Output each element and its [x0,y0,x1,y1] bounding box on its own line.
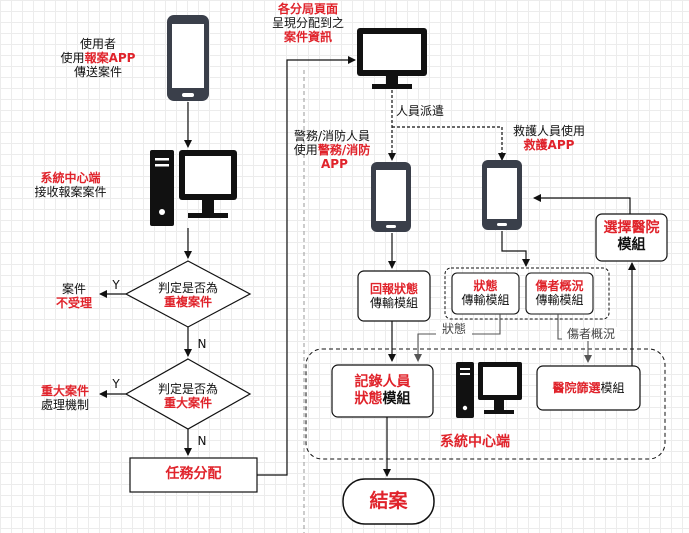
major-result-label: 重大案件 處理機制 [40,384,89,412]
hospital-filter-label: 醫院篩選模組 [552,381,625,395]
decision-major-label: 判定是否為 重大案件 [157,382,218,410]
decision2-no-label: N [197,434,207,448]
status-transfer-box [451,272,520,315]
duplicate-result-label: 案件 不受理 [55,282,92,310]
edge-status-label: 狀態 [436,322,472,336]
decision1-no-label: N [197,337,207,351]
return-status-label: 回報狀態 傳輸模組 [369,282,418,310]
edge-dispatch-to-branch [257,56,356,476]
police-fire-label: 警務/消防人員 使用警務/消防 APP [293,129,371,171]
rescue-label: 救護人員使用 救護APP [512,124,585,152]
dispatch-label: 任務分配 [165,466,222,482]
status-transfer-label: 狀態 傳輸模組 [461,279,510,307]
close-case-label: 結案 [369,490,408,512]
edge-dispatch-rescue [392,126,506,161]
monitor-icon-branch [357,28,427,89]
computer-icon-center [456,362,522,418]
phone-icon-user [167,15,209,101]
phone-icon-police [371,162,411,232]
branch-office-label: 各分局頁面 呈現分配到之 案件資訊 [271,2,344,44]
system-center-group [305,348,666,460]
edge-rescue-to-transfer [501,231,530,267]
dispatch-box [129,457,258,493]
hospital-select-label: 選擇醫院 模組 [603,220,660,253]
phone-icon-rescue [482,160,522,230]
decision1-yes-label: Y [112,278,120,292]
user-label: 使用者 使用報案APP 傳送案件 [60,37,136,79]
central-label: 系統中心端 接收報案案件 [34,171,107,199]
record-status-box [331,364,434,418]
hospital-select-box [595,213,668,262]
edge-hospital-to-rescue [533,194,631,214]
record-status-label: 記錄人員 狀態模組 [354,374,411,407]
return-status-box [357,270,431,322]
computer-icon-central [150,150,237,226]
injury-transfer-box [525,272,594,315]
decision2-yes-label: Y [112,377,120,391]
decision-duplicate-label: 判定是否為 重複案件 [157,281,218,309]
close-case-terminal [342,478,435,525]
injury-transfer-label: 傷者概況 傳輸模組 [535,279,584,307]
dispatch-note-label: 人員派遣 [396,104,445,118]
edge-injury-label: 傷者概況 [562,327,620,341]
hospital-filter-box [536,365,641,411]
rescue-transfer-group [444,267,610,320]
system-center-label: 系統中心端 [440,434,510,450]
